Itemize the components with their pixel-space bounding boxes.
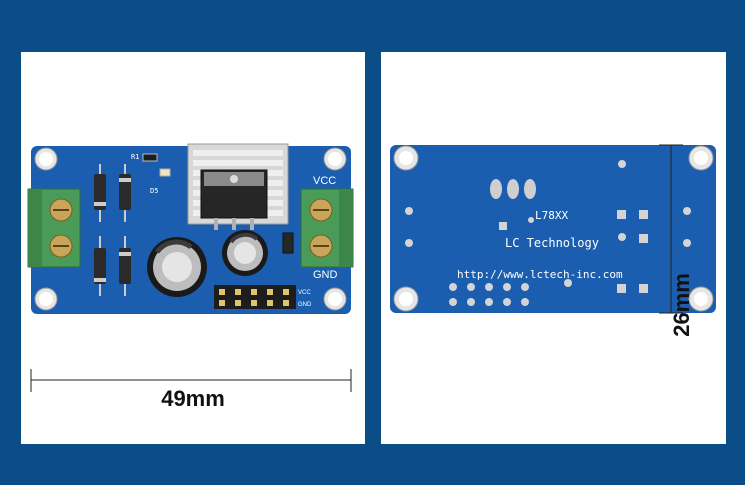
front-view-panel: R1 D5 [21, 52, 365, 444]
mounting-hole [688, 286, 714, 312]
r1-silkscreen: R1 [131, 153, 139, 161]
mounting-hole [323, 147, 347, 171]
diode [119, 164, 131, 222]
smd-resistor [142, 153, 158, 162]
vcc-silkscreen: VCC [313, 175, 336, 187]
height-dimension-line [659, 144, 683, 314]
output-terminal-block [300, 188, 354, 268]
header-gnd-silkscreen: GND [298, 302, 312, 308]
front-view-illustration: R1 D5 [27, 143, 354, 392]
mounting-hole [393, 145, 419, 171]
electrolytic-capacitor [147, 237, 207, 297]
d5-silkscreen: D5 [150, 187, 158, 195]
mounting-hole [34, 147, 58, 171]
diode [119, 236, 131, 296]
width-dimension-label: 49mm [161, 386, 225, 411]
mounting-hole [323, 287, 347, 311]
back-view-panel: L78XX LC Technology http://www.lctech-in… [381, 52, 726, 444]
height-dimension-label: 26mm [669, 273, 694, 337]
header-vcc-silkscreen: VCC [298, 290, 311, 296]
solder-pads [405, 160, 691, 306]
back-view-illustration: L78XX LC Technology http://www.lctech-in… [390, 144, 716, 314]
url-silkscreen: http://www.lctech-inc.com [457, 268, 623, 281]
gnd-silkscreen: GND [313, 269, 338, 281]
brand-silkscreen: LC Technology [505, 236, 599, 250]
chip-silkscreen: L78XX [535, 209, 568, 222]
diode [94, 236, 106, 296]
pcb-board-back [390, 145, 716, 313]
voltage-regulator [200, 169, 268, 230]
mounting-hole [34, 287, 58, 311]
mounting-hole [688, 145, 714, 171]
pin-header [214, 285, 296, 309]
input-terminal-block [27, 188, 81, 268]
smd-led [159, 168, 171, 177]
regulator-pads [490, 179, 536, 199]
width-dimension-line [30, 369, 352, 392]
indicator-led [282, 232, 294, 254]
electrolytic-capacitor [222, 230, 268, 276]
mounting-hole [393, 286, 419, 312]
diode [94, 164, 106, 222]
